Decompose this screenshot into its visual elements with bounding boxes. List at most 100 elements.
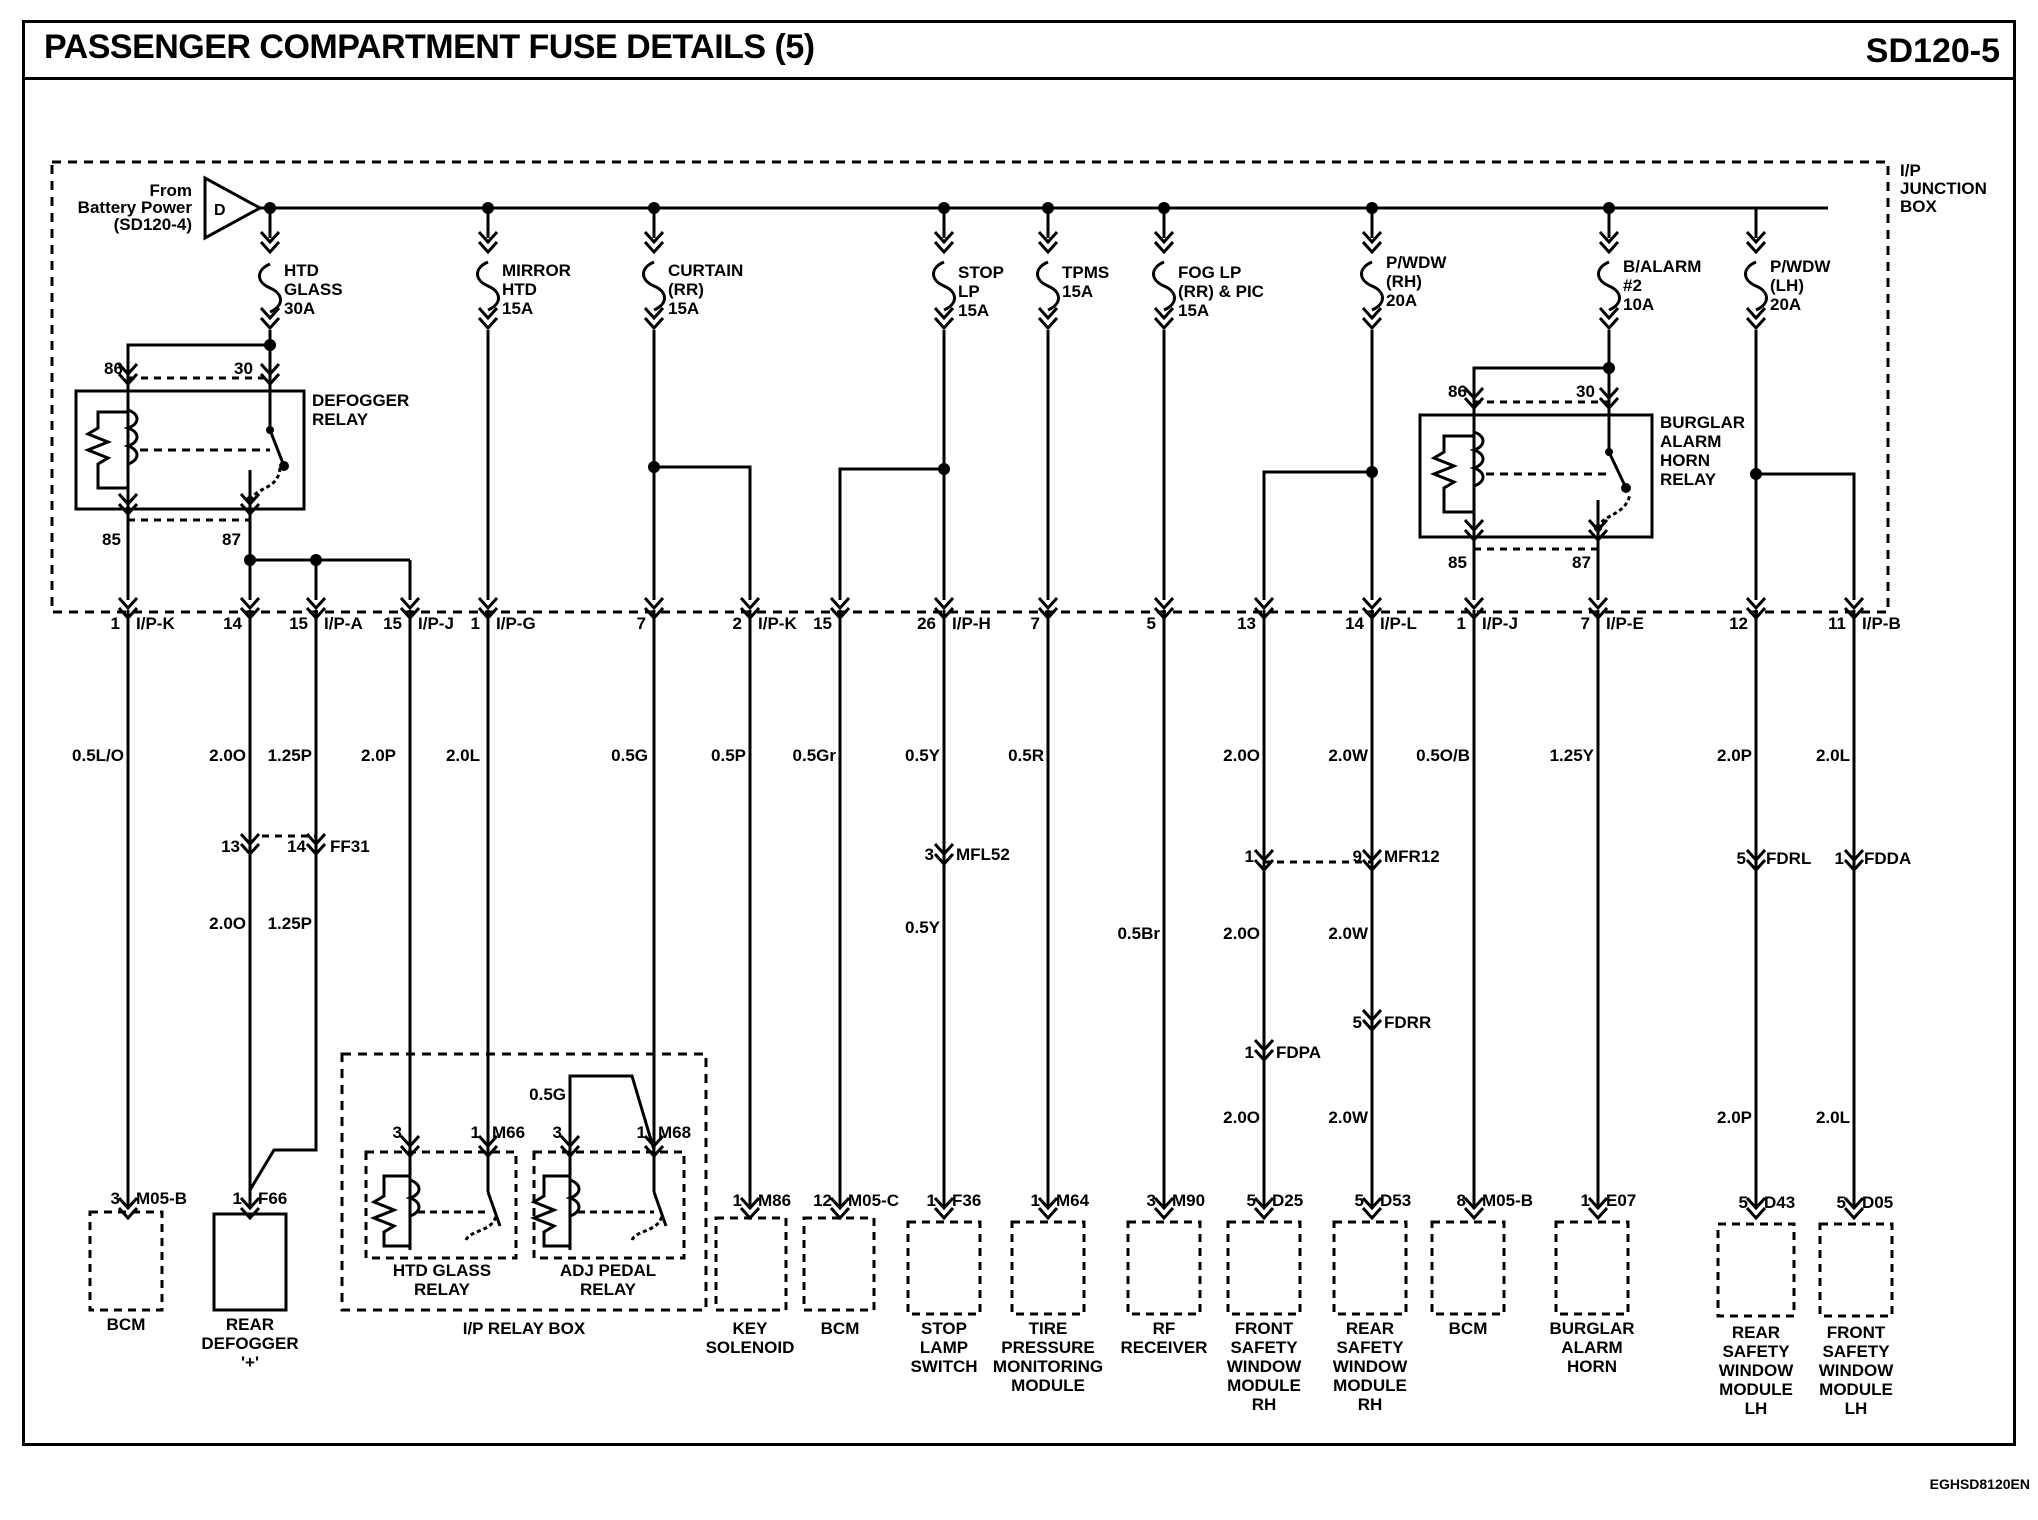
rear-defogger-box [212, 1212, 288, 1312]
svg-text:2.0L: 2.0L [446, 746, 480, 765]
svg-text:D25: D25 [1272, 1191, 1303, 1210]
svg-text:REAR: REAR [1346, 1319, 1394, 1338]
svg-text:SAFETY: SAFETY [1230, 1338, 1298, 1357]
svg-text:(RR) & PIC: (RR) & PIC [1178, 282, 1264, 301]
fuse-mirror-htd [476, 208, 500, 600]
svg-text:WINDOW: WINDOW [1719, 1361, 1795, 1380]
svg-text:LAMP: LAMP [920, 1338, 968, 1357]
front-swm-rh-box [1226, 1220, 1302, 1316]
svg-text:86: 86 [104, 359, 123, 378]
svg-text:FDPA: FDPA [1276, 1043, 1321, 1062]
svg-text:(LH): (LH) [1770, 276, 1804, 295]
junction-box-label: I/P JUNCTION BOX [1900, 161, 1987, 216]
svg-text:I/P RELAY BOX: I/P RELAY BOX [463, 1319, 586, 1338]
svg-text:2.0O: 2.0O [1223, 1108, 1260, 1127]
svg-text:2: 2 [733, 614, 742, 633]
svg-text:12: 12 [813, 1191, 832, 1210]
svg-text:0.5Y: 0.5Y [905, 918, 941, 937]
svg-text:I/P: I/P [1900, 161, 1921, 180]
svg-text:1.25P: 1.25P [268, 914, 312, 933]
svg-text:3: 3 [925, 845, 934, 864]
svg-text:ALARM: ALARM [1561, 1338, 1622, 1357]
svg-text:MFR12: MFR12 [1384, 847, 1440, 866]
svg-text:1: 1 [471, 1123, 480, 1142]
svg-text:FDRR: FDRR [1384, 1013, 1431, 1032]
svg-text:14: 14 [1345, 614, 1364, 633]
svg-text:2.0O: 2.0O [1223, 746, 1260, 765]
svg-text:Battery Power: Battery Power [78, 198, 193, 217]
fuse-fog-lp [1152, 208, 1176, 600]
svg-text:LH: LH [1745, 1399, 1768, 1418]
svg-text:RH: RH [1358, 1395, 1383, 1414]
fuse-tpms [1036, 208, 1060, 600]
svg-text:HTD: HTD [502, 280, 537, 299]
svg-text:FOG LP: FOG LP [1178, 263, 1241, 282]
page-code: SD120-5 [1865, 32, 2000, 70]
svg-text:2.0P: 2.0P [1717, 1108, 1752, 1127]
svg-text:SAFETY: SAFETY [1336, 1338, 1404, 1357]
svg-text:87: 87 [222, 530, 241, 549]
svg-text:0.5G: 0.5G [611, 746, 648, 765]
svg-text:M05-C: M05-C [848, 1191, 899, 1210]
svg-text:HTD: HTD [284, 261, 319, 280]
svg-text:ADJ PEDAL: ADJ PEDAL [560, 1261, 656, 1280]
svg-text:14: 14 [223, 614, 242, 633]
svg-text:0.5Br: 0.5Br [1117, 924, 1160, 943]
svg-text:1: 1 [1031, 1191, 1040, 1210]
svg-text:3: 3 [111, 1189, 120, 1208]
svg-text:P/WDW: P/WDW [1386, 253, 1447, 272]
svg-text:12: 12 [1729, 614, 1748, 633]
svg-text:DEFOGGER: DEFOGGER [312, 391, 409, 410]
svg-text:SOLENOID: SOLENOID [706, 1338, 795, 1357]
svg-text:BOX: BOX [1900, 197, 1938, 216]
svg-text:GLASS: GLASS [284, 280, 343, 299]
svg-text:30: 30 [234, 359, 253, 378]
svg-text:M86: M86 [758, 1191, 791, 1210]
svg-text:TPMS: TPMS [1062, 263, 1109, 282]
svg-text:MODULE: MODULE [1011, 1376, 1085, 1395]
svg-text:15A: 15A [958, 301, 989, 320]
junction-connectors [117, 230, 1865, 1220]
svg-text:1: 1 [927, 1191, 936, 1210]
svg-text:From: From [150, 181, 193, 200]
bcm-box-3 [1430, 1220, 1506, 1316]
bcm-box-1 [88, 1210, 164, 1312]
fuse-htd-glass [258, 208, 282, 345]
svg-text:MODULE: MODULE [1333, 1376, 1407, 1395]
svg-text:WINDOW: WINDOW [1819, 1361, 1895, 1380]
svg-text:F36: F36 [952, 1191, 981, 1210]
svg-text:I/P-E: I/P-E [1606, 614, 1644, 633]
burglar-horn-box [1554, 1220, 1630, 1316]
svg-text:WINDOW: WINDOW [1227, 1357, 1303, 1376]
drawing-frame [22, 20, 2016, 1446]
svg-text:B/ALARM: B/ALARM [1623, 257, 1701, 276]
svg-text:3: 3 [393, 1123, 402, 1142]
svg-text:1: 1 [1835, 849, 1844, 868]
svg-text:MONITORING: MONITORING [993, 1357, 1103, 1376]
svg-text:2.0L: 2.0L [1816, 1108, 1850, 1127]
svg-text:7: 7 [637, 614, 646, 633]
svg-text:13: 13 [221, 837, 240, 856]
svg-text:TIRE: TIRE [1029, 1319, 1068, 1338]
svg-text:FF31: FF31 [330, 837, 370, 856]
svg-text:0.5O/B: 0.5O/B [1416, 746, 1470, 765]
svg-text:REAR: REAR [1732, 1323, 1780, 1342]
svg-text:MFL52: MFL52 [956, 845, 1010, 864]
svg-text:3: 3 [1147, 1191, 1156, 1210]
svg-text:I/P-A: I/P-A [324, 614, 363, 633]
svg-text:5: 5 [1353, 1013, 1362, 1032]
svg-text:20A: 20A [1770, 295, 1801, 314]
svg-text:STOP: STOP [921, 1319, 967, 1338]
svg-text:13: 13 [1237, 614, 1256, 633]
svg-text:85: 85 [102, 530, 121, 549]
svg-text:HORN: HORN [1660, 451, 1710, 470]
svg-text:0.5Y: 0.5Y [905, 746, 941, 765]
page-title: PASSENGER COMPARTMENT FUSE DETAILS (5) [44, 28, 815, 66]
svg-text:RF: RF [1153, 1319, 1176, 1338]
svg-text:1: 1 [111, 614, 120, 633]
svg-text:I/P-J: I/P-J [418, 614, 454, 633]
svg-text:0.5Gr: 0.5Gr [793, 746, 837, 765]
svg-text:M05-B: M05-B [136, 1189, 187, 1208]
svg-text:D05: D05 [1862, 1193, 1893, 1212]
